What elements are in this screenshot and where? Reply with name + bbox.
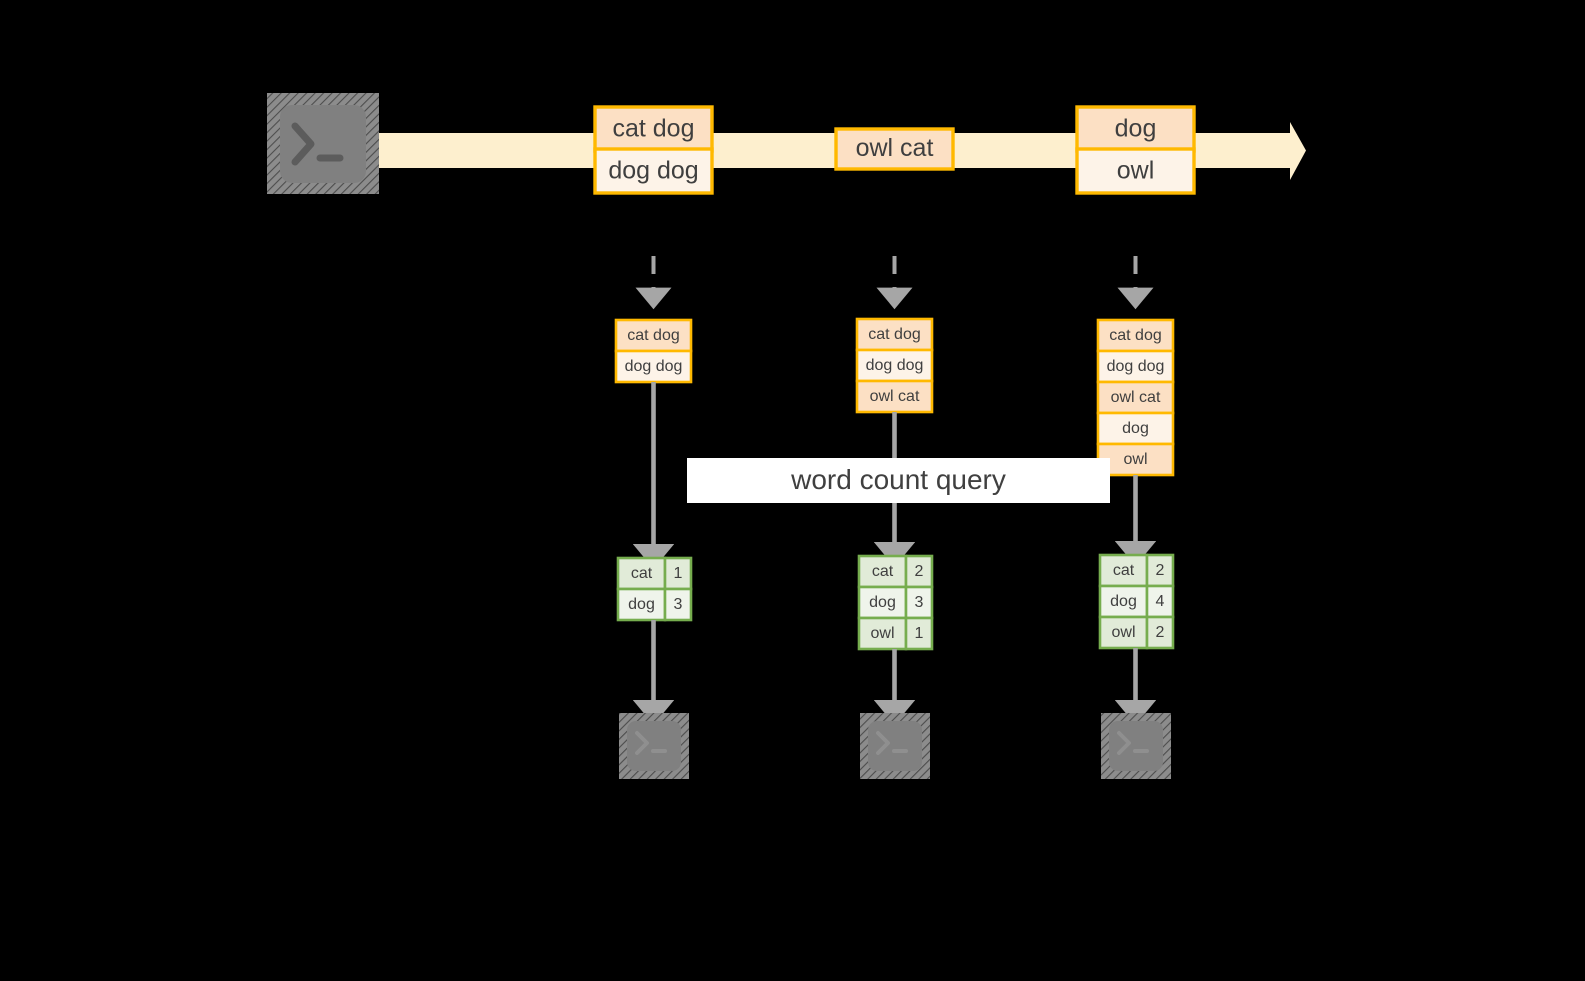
result-table-2-row-2-count: 3 — [915, 594, 924, 611]
sink-connectors — [632, 620, 1157, 725]
result-table-2-row-2-word: dog — [869, 594, 896, 611]
event-group-3-line-2: owl — [1117, 157, 1155, 185]
event-group-3: dog owl — [1075, 105, 1196, 195]
snapshot-table-2: cat dog dog dog owl cat — [855, 317, 934, 414]
dashed-connectors — [635, 256, 1154, 310]
query-label: word count query — [687, 458, 1110, 503]
snapshot-table-3: cat dog dog dog owl cat dog owl — [1096, 318, 1175, 477]
result-table-2: cat 2 dog 3 owl 1 — [857, 554, 934, 651]
snapshot-table-3-row-5: owl — [1123, 451, 1147, 468]
snapshot-table-3-row-4: dog — [1122, 420, 1149, 437]
result-table-3-row-2-count: 4 — [1156, 593, 1165, 610]
result-table-3-row-1-word: cat — [1113, 562, 1135, 579]
source-terminal-icon — [267, 93, 379, 194]
event-group-1-line-1: cat dog — [612, 115, 694, 143]
sink-terminal-icon-2 — [860, 713, 930, 779]
event-group-3-line-1: dog — [1115, 115, 1157, 143]
event-group-2-line-1: owl cat — [856, 134, 934, 162]
sink-terminal-icon-1 — [619, 713, 689, 779]
result-table-3-row-1-count: 2 — [1156, 562, 1165, 579]
snapshot-table-3-row-3: owl cat — [1111, 389, 1161, 406]
snapshot-table-2-row-3: owl cat — [870, 388, 920, 405]
result-table-3-row-3-count: 2 — [1156, 624, 1165, 641]
snapshot-table-1-row-1: cat dog — [627, 327, 679, 344]
event-group-2: owl cat — [834, 127, 955, 171]
result-table-1: cat 1 dog 3 — [616, 556, 693, 622]
query-label-text: word count query — [790, 464, 1006, 495]
result-table-3-row-3-word: owl — [1111, 624, 1135, 641]
snapshot-table-3-row-2: dog dog — [1107, 358, 1165, 375]
snapshot-table-2-row-1: cat dog — [868, 326, 920, 343]
result-table-3: cat 2 dog 4 owl 2 — [1098, 553, 1175, 650]
snapshot-table-3-row-1: cat dog — [1109, 327, 1161, 344]
event-group-1: cat dog dog dog — [593, 105, 714, 195]
result-table-1-row-1-word: cat — [631, 565, 653, 582]
result-table-2-row-3-word: owl — [870, 625, 894, 642]
event-group-1-line-2: dog dog — [608, 157, 698, 185]
result-table-2-row-1-word: cat — [872, 563, 894, 580]
snapshot-table-1: cat dog dog dog — [614, 318, 693, 384]
result-table-1-row-2-count: 3 — [674, 596, 683, 613]
result-table-2-row-1-count: 2 — [915, 563, 924, 580]
result-table-2-row-3-count: 1 — [915, 625, 924, 642]
result-table-3-row-2-word: dog — [1110, 593, 1137, 610]
snapshot-table-1-row-2: dog dog — [625, 358, 683, 375]
result-table-1-row-1-count: 1 — [674, 565, 683, 582]
sink-terminal-icon-3 — [1101, 713, 1171, 779]
snapshot-table-2-row-2: dog dog — [866, 357, 924, 374]
result-table-1-row-2-word: dog — [628, 596, 655, 613]
